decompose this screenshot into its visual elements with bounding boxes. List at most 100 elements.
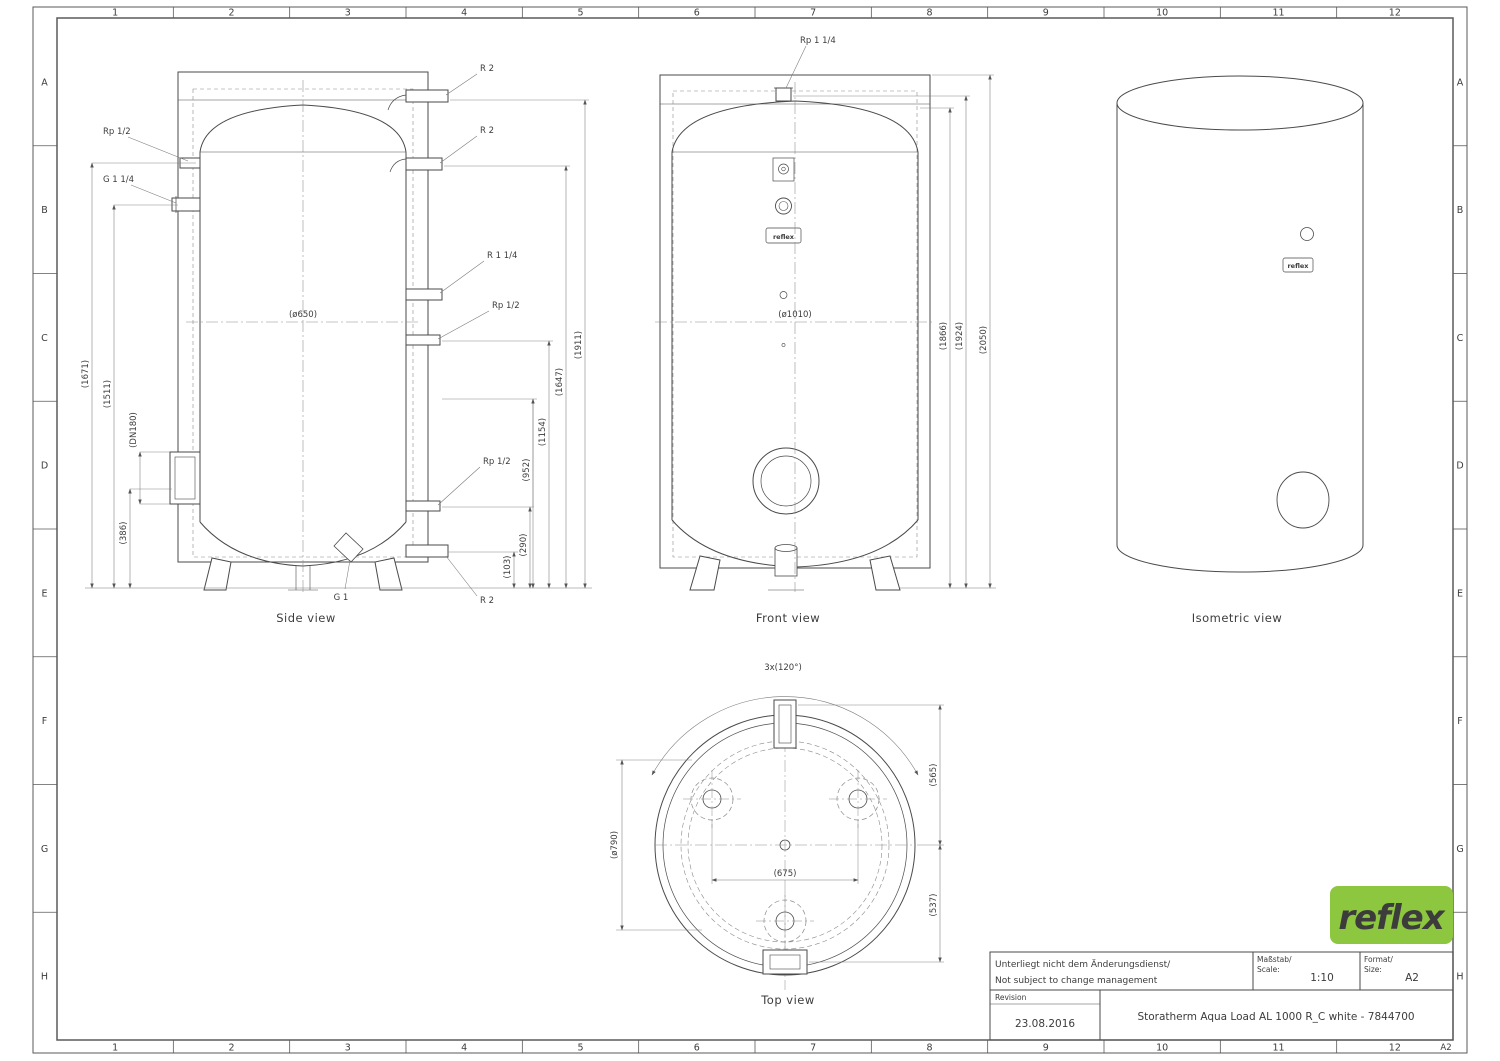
grid-ref-label: 9 (1043, 1043, 1049, 1054)
grid-ref-label: 12 (1389, 1043, 1401, 1054)
dim-label-103: (103) (503, 556, 513, 579)
grid-ref-label: 1 (112, 8, 118, 19)
dim-label-1866: (1866) (939, 322, 949, 350)
grid-ref-label: 1 (112, 1043, 118, 1054)
change-note-de: Unterliegt nicht dem Änderungsdienst/ (995, 959, 1171, 970)
grid-ref-label: 12 (1389, 8, 1401, 19)
fitting-label-r2-top: R 2 (480, 64, 494, 74)
dim-label-386: (386) (119, 522, 129, 545)
fitting-label-rp114-top: Rp 1 1/4 (800, 36, 836, 46)
title-block-text: Unterliegt nicht dem Änderungsdienst/ No… (995, 955, 1419, 1030)
grid-ref-label: A (41, 77, 48, 88)
fitting-label-g1-bottom: G 1 (334, 593, 349, 603)
side-view: Rp 1/2 G 1 1/4 R 2 R 2 R 1 1/4 Rp 1/2 Rp… (81, 64, 592, 625)
grid-ref-label: 7 (810, 1043, 816, 1054)
dim-label-angle120: 3x(120°) (764, 663, 802, 673)
front-view-labels: Rp 1 1/4 (ø1010) (1866) (1924) (2050) re… (756, 36, 989, 625)
fitting-label-g114-left: G 1 1/4 (103, 175, 134, 185)
grid-ref-label: 4 (461, 1043, 467, 1054)
grid-ref-label: B (41, 205, 48, 216)
grid-ref-label: 6 (694, 8, 700, 19)
grid-ref-label: 3 (345, 8, 351, 19)
reflex-logo: reflex (1330, 886, 1453, 944)
top-view-geometry (654, 699, 916, 990)
scale-value: 1:10 (1310, 972, 1334, 984)
isometric-view-geometry (1116, 75, 1364, 573)
reflex-logo-text: reflex (1338, 898, 1445, 938)
front-view: Rp 1 1/4 (ø1010) (1866) (1924) (2050) re… (655, 36, 996, 625)
grid-ref-label: D (41, 461, 48, 472)
grid-ref-label: 8 (926, 8, 932, 19)
format-label-de: Format/ (1364, 955, 1393, 964)
dim-label-952: (952) (522, 459, 532, 482)
grid-ref-label: B (1457, 205, 1464, 216)
dim-label-1511: (1511) (103, 380, 113, 408)
dim-label-dia790: (ø790) (610, 831, 620, 859)
tank-logo-plate-text-iso: reflex (1287, 262, 1309, 270)
dim-label-2050: (2050) (979, 326, 989, 354)
top-view-dimension-lines (616, 696, 944, 963)
grid-ref-label: 11 (1272, 1043, 1284, 1054)
format-value: A2 (1405, 972, 1419, 984)
grid-ref-label: E (41, 588, 47, 599)
grid-ref-label: A (1457, 77, 1464, 88)
view-label-top: Top view (760, 993, 815, 1007)
revision-date: 23.08.2016 (1015, 1018, 1075, 1030)
front-view-geometry (655, 74, 935, 592)
grid-ref-label: 3 (345, 1043, 351, 1054)
isometric-view-labels: reflex Isometric view (1192, 262, 1310, 625)
top-view-labels: 3x(120°) (ø790) (675) (565) (537) Top vi… (610, 663, 939, 1007)
drawing-title: Storatherm Aqua Load AL 1000 R_C white -… (1137, 1011, 1414, 1023)
side-view-labels: Rp 1/2 G 1 1/4 R 2 R 2 R 1 1/4 Rp 1/2 Rp… (81, 64, 584, 625)
scale-label-de: Maßstab/ (1257, 955, 1292, 964)
grid-ref-label: 5 (577, 1043, 583, 1054)
front-view-dimension-lines (785, 45, 996, 589)
title-block-grid (989, 951, 1454, 1041)
side-view-dimension-lines (85, 73, 592, 597)
reflex-logo-background (1330, 886, 1453, 944)
dim-label-1647: (1647) (555, 368, 565, 396)
dim-label-dia650: (ø650) (289, 310, 317, 320)
grid-ref-label: E (1457, 588, 1463, 599)
dim-label-537: (537) (929, 894, 939, 917)
dim-label-1911: (1911) (574, 331, 584, 359)
revision-label: Revision (995, 993, 1027, 1002)
grid-ref-label: 9 (1043, 8, 1049, 19)
fitting-label-rp12-right-low: Rp 1/2 (483, 457, 511, 467)
grid-ref-label: C (1457, 333, 1464, 344)
tank-logo-plate-text: reflex (773, 233, 795, 241)
scale-label-en: Scale: (1257, 965, 1280, 974)
title-block: Unterliegt nicht dem Änderungsdienst/ No… (989, 951, 1454, 1041)
isometric-view: reflex Isometric view (1116, 75, 1364, 625)
grid-ref-label: H (41, 972, 48, 983)
fitting-label-rp12-left: Rp 1/2 (103, 127, 131, 137)
grid-ref-label: 4 (461, 8, 467, 19)
grid-ref-label: 2 (228, 8, 234, 19)
dim-label-dn180: (DN180) (129, 412, 139, 448)
grid-ref-label: 11 (1272, 8, 1284, 19)
dim-label-565: (565) (929, 764, 939, 787)
grid-ref-label: 6 (694, 1043, 700, 1054)
format-label-en: Size: (1364, 965, 1382, 974)
grid-ref-label: G (1456, 844, 1463, 855)
dim-label-dia1010: (ø1010) (778, 310, 811, 320)
grid-ref-label: 10 (1156, 1043, 1168, 1054)
grid-ref-label: H (1456, 972, 1463, 983)
grid-ref-label: 7 (810, 8, 816, 19)
view-label-isometric: Isometric view (1192, 611, 1283, 625)
fitting-label-r114-right: R 1 1/4 (487, 251, 517, 261)
grid-ref-label: 8 (926, 1043, 932, 1054)
fitting-label-r2-upper: R 2 (480, 126, 494, 136)
change-note-en: Not subject to change management (995, 976, 1158, 986)
dim-label-1924: (1924) (955, 322, 965, 350)
grid-ref-label: 2 (228, 1043, 234, 1054)
grid-ticks (33, 7, 1467, 1053)
grid-ref-label: F (42, 716, 47, 727)
view-label-front: Front view (756, 611, 820, 625)
dim-label-675: (675) (774, 869, 797, 879)
